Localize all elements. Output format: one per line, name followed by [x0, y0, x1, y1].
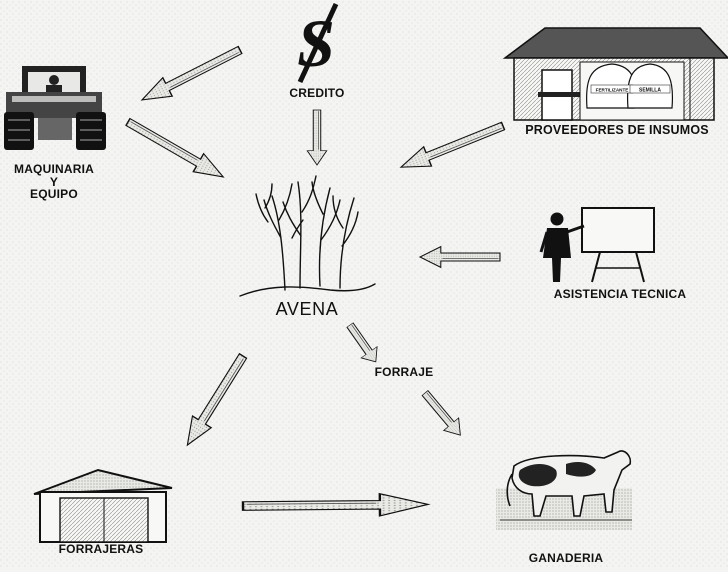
avena-label: AVENA [275, 299, 339, 319]
forrajeras-label: FORRAJERAS [58, 542, 144, 556]
tractor-icon [4, 66, 106, 150]
credito-label: CREDITO [289, 86, 345, 100]
teacher-board-icon [539, 207, 655, 283]
ganaderia-label: GANADERIA [528, 551, 604, 565]
maquinaria-label-line-3: EQUIPO [30, 187, 78, 202]
forraje-label: FORRAJE [374, 365, 434, 379]
barn-icon [33, 468, 173, 543]
sack-semilla-label: SEMILLA [639, 88, 661, 94]
cow-icon [496, 450, 632, 530]
asistencia-label: ASISTENCIA TECNICA [553, 287, 687, 301]
maquinaria-label-line-2: Y [49, 174, 59, 189]
sack-fertilizante-label: FERTILIZANTE [596, 88, 629, 93]
maquinaria-label-line-1: MAQUINARIA [14, 162, 94, 176]
store-icon: FERTILIZANTE SEMILLA [502, 27, 728, 121]
dollar-sign-icon: S [297, 2, 339, 84]
avena-plants-icon [239, 175, 376, 297]
proveedores-label: PROVEEDORES DE INSUMOS [525, 123, 709, 137]
maquinaria-label: MAQUINARIA Y EQUIPO [0, 163, 108, 201]
